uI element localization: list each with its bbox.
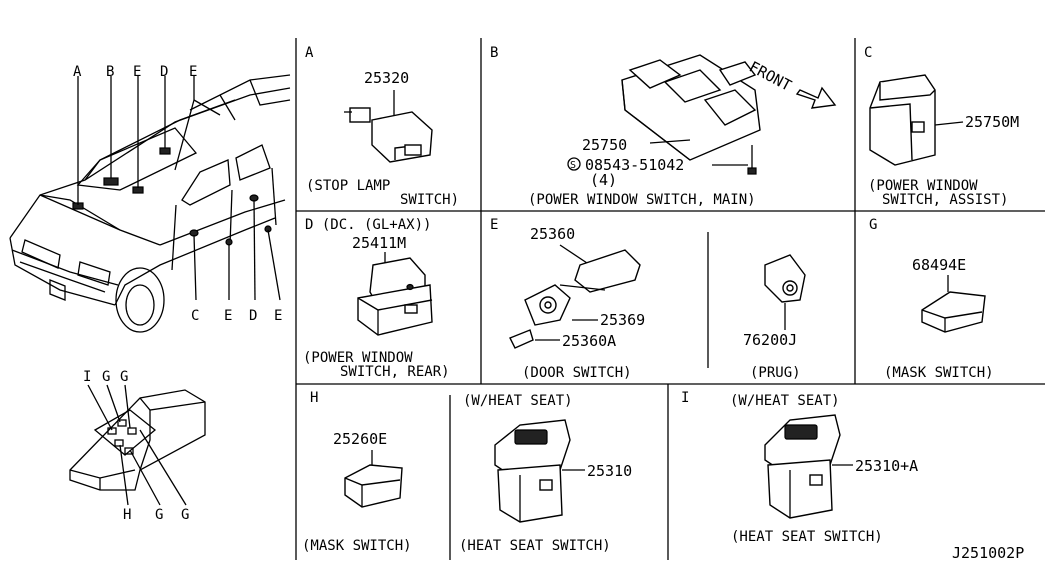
- section-c: C 25750M (POWER WINDOW SWITCH, ASSIST): [864, 45, 1019, 208]
- section-a-letter: A: [305, 45, 314, 61]
- section-g: G 68494E (MASK SWITCH): [869, 217, 994, 381]
- screw-symbol: S: [570, 160, 576, 171]
- vehicle-bottom-labels: C E D E: [191, 308, 282, 324]
- mask-switch-g-part: [921, 291, 986, 333]
- console-label-i: I: [83, 369, 91, 385]
- vehicle-illustration: [9, 74, 291, 333]
- section-g-letter: G: [869, 217, 877, 233]
- part-number-25750m: 25750M: [965, 113, 1019, 131]
- part-number-25260e: 25260E: [333, 430, 387, 448]
- vehicle-label-e4: E: [274, 308, 282, 324]
- part-number-25750: 25750: [582, 136, 627, 154]
- section-e-caption-door: (DOOR SWITCH): [522, 365, 632, 381]
- vehicle-label-e1: E: [133, 64, 141, 80]
- section-a-caption-2: SWITCH): [400, 192, 459, 208]
- section-c-letter: C: [864, 45, 872, 61]
- vehicle-label-c: C: [191, 308, 199, 324]
- heat-seat-switch-i-part: [764, 414, 841, 519]
- console-label-h: H: [123, 507, 131, 523]
- section-i: I (W/HEAT SEAT) 25310+A (HEAT SEAT SWITC…: [681, 390, 918, 545]
- part-number-25369: 25369: [600, 311, 645, 329]
- part-quantity: (4): [590, 171, 617, 189]
- console-top-labels: I G G: [83, 369, 128, 385]
- section-h: H 25260E (MASK SWITCH) (W/HEAT SEAT) 253…: [302, 390, 632, 554]
- part-number-08543-51042: 08543-51042: [585, 156, 684, 174]
- console-bottom-labels: H G G: [123, 507, 189, 523]
- console-label-g1: G: [102, 369, 110, 385]
- section-d-caption-1: (POWER WINDOW: [303, 350, 413, 366]
- power-window-rear-switch-part: [357, 257, 433, 336]
- door-switch-part: [509, 249, 641, 349]
- diagram-code: J251002P: [952, 544, 1024, 562]
- screw-part: [747, 145, 757, 175]
- section-b-letter: B: [490, 45, 498, 61]
- section-i-letter: I: [681, 390, 689, 406]
- part-number-76200j: 76200J: [743, 331, 797, 349]
- vehicle-label-b: B: [106, 64, 114, 80]
- stop-lamp-switch-part: [344, 107, 433, 163]
- front-arrow-icon: [795, 86, 837, 109]
- section-h-heat-caption: (HEAT SEAT SWITCH): [459, 538, 611, 554]
- heat-seat-switch-h-part: [494, 419, 571, 523]
- part-number-25310: 25310: [587, 462, 632, 480]
- section-b-caption: (POWER WINDOW SWITCH, MAIN): [528, 192, 756, 208]
- part-number-68494e: 68494E: [912, 256, 966, 274]
- section-a-caption-1: (STOP LAMP: [306, 178, 390, 194]
- section-h-variant: (W/HEAT SEAT): [463, 393, 573, 409]
- mask-switch-h-part: [344, 464, 403, 508]
- plug-part: [764, 254, 806, 303]
- power-window-assist-switch-part: [869, 74, 936, 166]
- console-label-g2: G: [120, 369, 128, 385]
- section-e: E 25360 25369 25360A (DOOR SWITCH) 76200…: [490, 217, 806, 381]
- part-number-25411m: 25411M: [352, 234, 406, 252]
- grid-lines: [295, 38, 1045, 560]
- section-g-caption: (MASK SWITCH): [884, 365, 994, 381]
- section-h-mask-caption: (MASK SWITCH): [302, 538, 412, 554]
- vehicle-label-e3: E: [224, 308, 232, 324]
- console-illustration: [69, 384, 206, 506]
- section-a: A 25320 (STOP LAMP SWITCH): [305, 45, 459, 208]
- vehicle-top-labels: A B E D E: [73, 64, 197, 80]
- section-i-caption: (HEAT SEAT SWITCH): [731, 529, 883, 545]
- section-e-letter: E: [490, 217, 498, 233]
- section-h-letter: H: [310, 390, 318, 406]
- console-label-g3: G: [155, 507, 163, 523]
- vehicle-label-a: A: [73, 64, 82, 80]
- section-d-letter: D (DC. (GL+AX)): [305, 217, 431, 233]
- power-window-main-switch-part: [621, 54, 761, 161]
- vehicle-label-d2: D: [249, 308, 257, 324]
- part-number-25320: 25320: [364, 69, 409, 87]
- part-number-25310-a: 25310+A: [855, 457, 918, 475]
- console-label-g4: G: [181, 507, 189, 523]
- section-c-caption-2: SWITCH, ASSIST): [882, 192, 1008, 208]
- section-e-caption-plug: (PRUG): [750, 365, 801, 381]
- section-i-variant: (W/HEAT SEAT): [730, 393, 840, 409]
- section-b: B 25750 S 08543-51042 (4) FRONT (POWER W…: [490, 45, 837, 208]
- section-d: D (DC. (GL+AX)) 25411M (POWER WINDOW SWI…: [303, 217, 450, 380]
- part-number-25360a: 25360A: [562, 332, 616, 350]
- section-c-caption-1: (POWER WINDOW: [868, 178, 978, 194]
- part-number-25360: 25360: [530, 225, 575, 243]
- section-d-caption-2: SWITCH, REAR): [340, 364, 450, 380]
- vehicle-label-e2: E: [189, 64, 197, 80]
- vehicle-label-d: D: [160, 64, 168, 80]
